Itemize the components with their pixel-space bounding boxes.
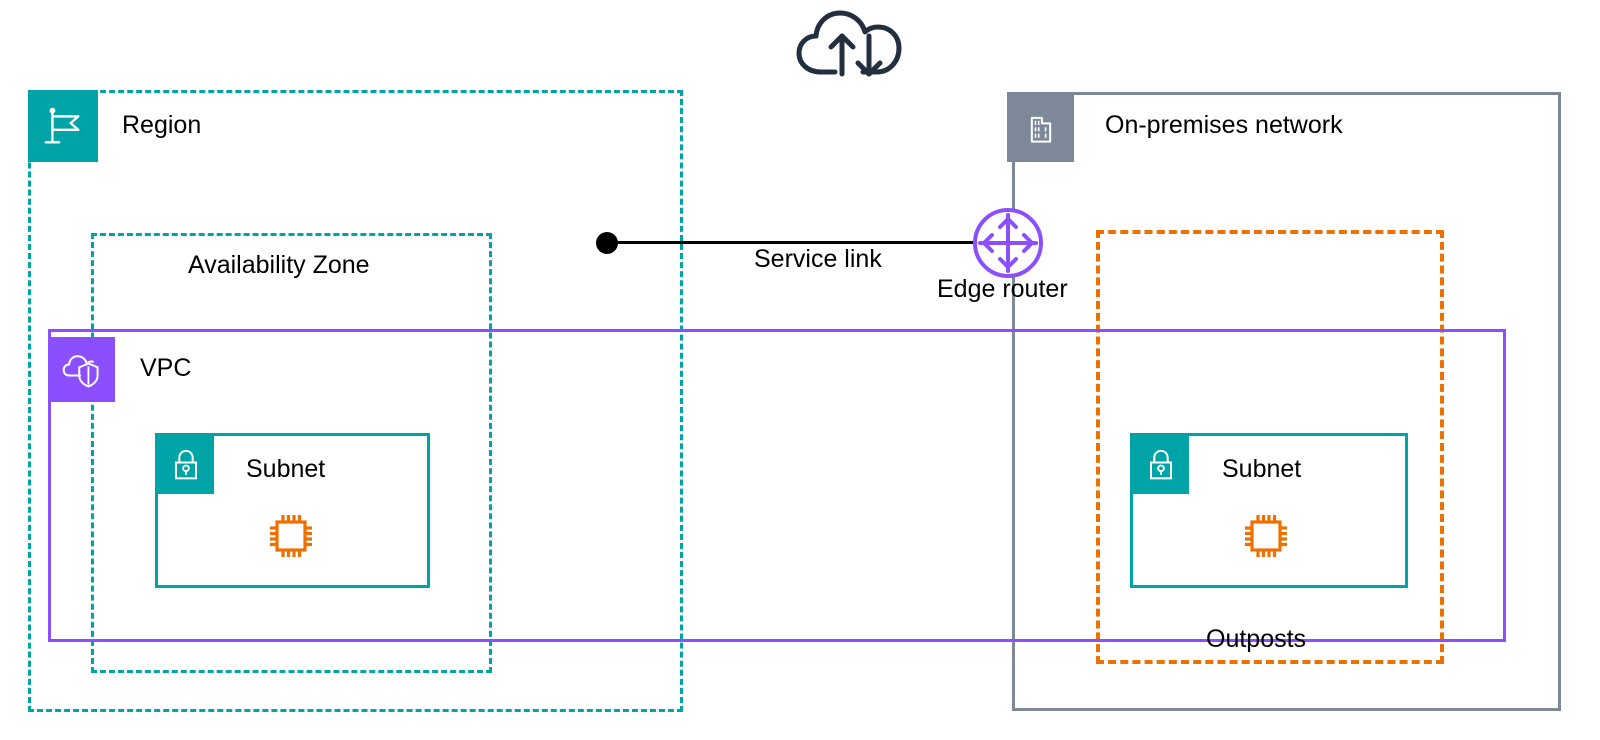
subnet-lock-icon bbox=[1133, 436, 1189, 494]
filled-dot-endpoint bbox=[596, 232, 618, 254]
outposts-container bbox=[1096, 230, 1444, 664]
service-link-label: Service link bbox=[754, 245, 882, 273]
edge-router-label: Edge router bbox=[937, 275, 1068, 303]
vpc-container bbox=[48, 329, 1506, 642]
office-building-icon bbox=[1007, 92, 1074, 162]
availability-zone-container bbox=[91, 233, 492, 673]
ec2-instance-icon bbox=[265, 510, 317, 562]
region-container bbox=[28, 90, 683, 712]
edge-router-icon bbox=[972, 207, 1044, 279]
subnet-lock-icon bbox=[158, 436, 214, 494]
availability-zone-label: Availability Zone bbox=[188, 251, 370, 279]
on-premises-network-label: On-premises network bbox=[1105, 111, 1343, 139]
cloud-data-transfer-icon bbox=[793, 8, 905, 80]
region-flag-icon bbox=[28, 90, 98, 162]
vpc-label: VPC bbox=[140, 354, 192, 382]
region-label: Region bbox=[122, 111, 202, 139]
subnet-label-outposts: Subnet bbox=[1222, 455, 1302, 483]
outposts-label: Outposts bbox=[1206, 625, 1307, 653]
on-premises-network-container bbox=[1012, 92, 1561, 711]
subnet-label-availability-zone: Subnet bbox=[246, 455, 326, 483]
vpc-cloud-shield-icon bbox=[48, 337, 115, 402]
service-link-line bbox=[610, 241, 977, 244]
ec2-instance-icon bbox=[1240, 510, 1292, 562]
